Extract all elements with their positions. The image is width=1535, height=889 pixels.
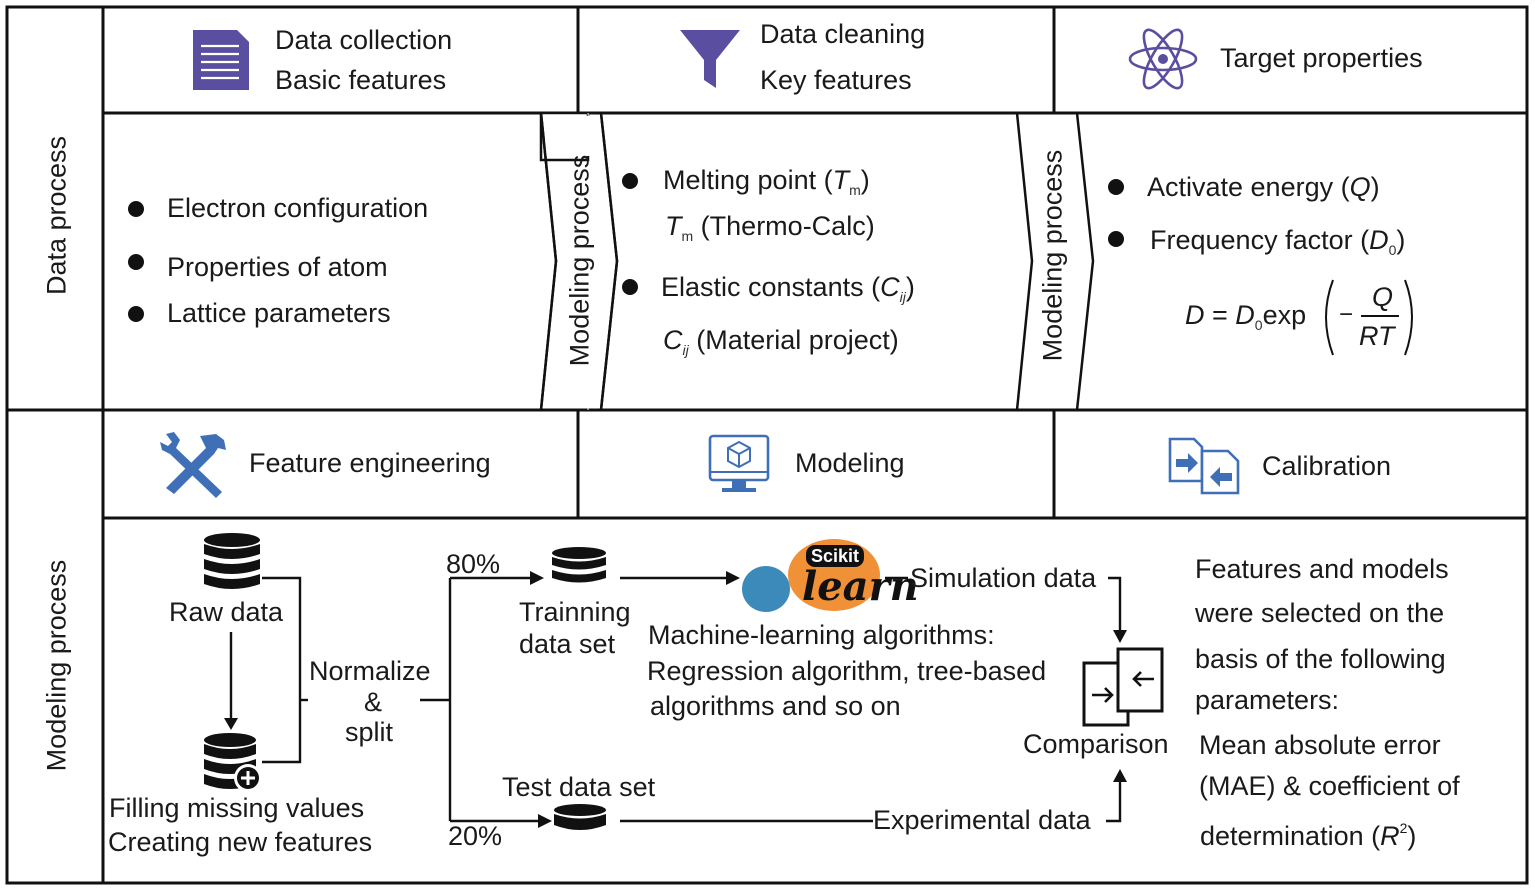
feature-engineering-title: Feature engineering	[249, 448, 491, 478]
material-project-item: Cij (Material project)	[663, 325, 899, 358]
simulation-data-label: Simulation data	[910, 563, 1097, 593]
modeling-title: Modeling	[795, 448, 905, 478]
selection-note-line: Features and models	[1195, 554, 1449, 584]
test-set-label: Test data set	[502, 772, 656, 802]
bullet	[128, 306, 144, 322]
basic-feature-item: Electron configuration	[167, 193, 429, 223]
selection-note-line: determination (R2)	[1200, 820, 1417, 851]
bullet	[128, 201, 144, 217]
elastic-constants-item: Elastic constants (Cij)	[661, 272, 915, 305]
training-database-icon	[550, 546, 608, 599]
melting-point-item: Melting point (Tm)	[663, 165, 870, 198]
creating-new-features-label: Creating new features	[108, 827, 373, 857]
bullet	[128, 254, 144, 270]
basic-feature-item: Lattice parameters	[167, 298, 391, 328]
experimental-data-label: Experimental data	[873, 805, 1091, 835]
training-set-label: data set	[519, 629, 616, 659]
bullet	[1108, 179, 1124, 195]
modeling-process-section-label: Modeling process	[41, 559, 72, 772]
selection-note-line: (MAE) & coefficient of	[1199, 771, 1460, 801]
wrench-hammer-icon	[160, 432, 230, 505]
atom-icon	[1128, 28, 1198, 95]
scikit-learn-logo: Scikit learn	[740, 535, 919, 615]
training-set-label: Trainning	[519, 597, 631, 627]
split-20-percent: 20%	[448, 821, 503, 851]
ml-algorithms-label: algorithms and so on	[650, 691, 901, 721]
ml-algorithms-label: Machine-learning algorithms:	[648, 620, 995, 650]
funnel-filter-icon	[680, 30, 740, 93]
database-add-icon	[202, 732, 266, 801]
basic-feature-item: Properties of atom	[167, 252, 388, 282]
diffusion-equation: D = D0exp − Q RT	[1185, 275, 1425, 360]
data-cleaning-title: Data cleaning	[760, 19, 926, 49]
comparison-label: Comparison	[1023, 729, 1169, 759]
thermo-calc-item: Tm (Thermo-Calc)	[665, 211, 875, 244]
bullet	[622, 279, 638, 295]
modeling-process-arrow-label: Modeling process	[564, 154, 595, 367]
test-database-icon	[552, 803, 608, 842]
frequency-factor-item: Frequency factor (D0)	[1150, 225, 1406, 258]
selection-note-line: Mean absolute error	[1199, 730, 1441, 760]
raw-data-database-icon	[202, 532, 262, 601]
normalize-label: Normalize	[309, 656, 431, 686]
key-features-title: Key features	[760, 65, 912, 95]
workflow-connectors	[229, 576, 1122, 823]
filling-missing-values-label: Filling missing values	[109, 793, 365, 823]
modeling-process-arrow-label: Modeling process	[1037, 149, 1068, 362]
split-80-percent: 80%	[446, 549, 501, 579]
target-properties-title: Target properties	[1220, 43, 1423, 73]
selection-note-line: parameters:	[1195, 685, 1340, 715]
monitor-cube-icon	[708, 434, 770, 501]
data-process-label: Data process	[41, 135, 72, 296]
bullet	[1108, 231, 1124, 247]
data-collection-title: Data collection	[275, 25, 453, 55]
ampersand-label: &	[364, 687, 383, 717]
basic-features-title: Basic features	[275, 65, 447, 95]
ml-algorithms-label: Regression algorithm, tree-based	[647, 656, 1047, 686]
selection-note-line: basis of the following	[1195, 644, 1446, 674]
comparison-icon	[1082, 645, 1164, 734]
calibration-title: Calibration	[1262, 451, 1392, 481]
selection-note-line: were selected on the	[1195, 598, 1445, 628]
swap-documents-icon	[1168, 437, 1240, 500]
bullet	[622, 173, 638, 189]
document-icon	[193, 30, 249, 95]
activate-energy-item: Activate energy (Q)	[1147, 172, 1380, 202]
split-label: split	[345, 717, 394, 747]
raw-data-label: Raw data	[169, 597, 284, 627]
